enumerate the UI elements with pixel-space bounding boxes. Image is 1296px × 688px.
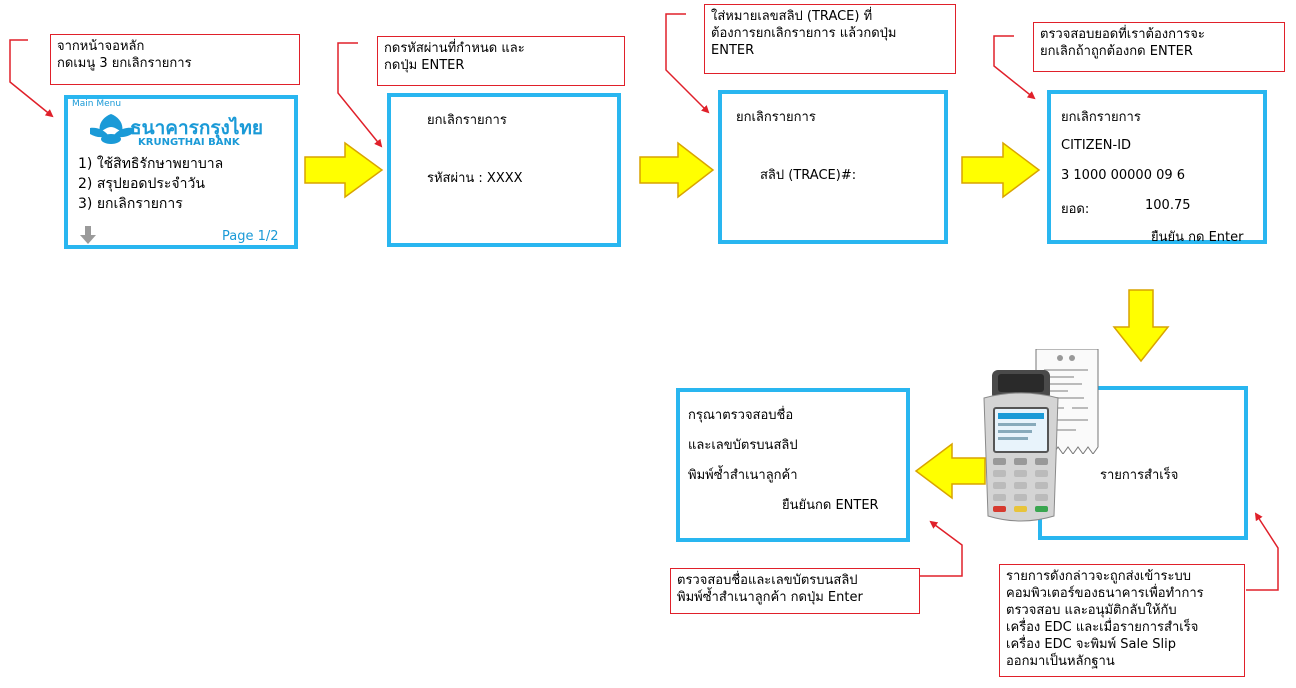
krungthai-logo-icon (86, 111, 136, 147)
leader-line (337, 42, 383, 148)
note-line: พิมพ์ซ้ำสำเนาลูกค้า กดปุ่ม Enter (677, 590, 863, 605)
flow-arrow-right-3 (961, 141, 1041, 199)
leader-line (665, 13, 710, 114)
page-indicator: Page 1/2 (222, 229, 279, 244)
screen-title: ยกเลิกรายการ (1061, 110, 1141, 125)
step6-instruction-note: ตรวจสอบชื่อและเลขบัตรบนสลิป พิมพ์ซ้ำสำเน… (670, 568, 920, 614)
flow-arrow-left (914, 442, 986, 500)
id-label: CITIZEN-ID (1061, 138, 1132, 153)
note-line: จากหน้าจอหลัก (57, 39, 145, 54)
status-label: รายการสำเร็จ (1100, 468, 1179, 483)
amount-value: 100.75 (1145, 198, 1191, 213)
step5-explanation-note: รายการดังกล่าวจะถูกส่งเข้าระบบ คอมพิวเตอ… (999, 564, 1245, 677)
leader-line (1246, 512, 1279, 591)
leader-line (9, 39, 54, 118)
note-line: ตรวจสอบชื่อและเลขบัตรบนสลิป (677, 573, 858, 588)
trace-entry-screen: ยกเลิกรายการ สลิป (TRACE)#: (718, 90, 948, 244)
screen-line: กรุณาตรวจสอบชื่อ (688, 408, 794, 423)
main-menu-screen: Main Menu ธนาคารกรุงไทย KRUNGTHAI BANK 1… (64, 95, 298, 249)
screen-line: พิมพ์ซ้ำสำเนาลูกค้า (688, 468, 798, 483)
password-field: รหัสผ่าน : XXXX (427, 171, 523, 186)
step2-instruction-note: กดรหัสผ่านที่กำหนด และ กดปุ่ม ENTER (377, 36, 625, 86)
step3-instruction-note: ใส่หมายเลขสลิป (TRACE) ที่ ต้องการยกเลิก… (704, 4, 956, 74)
note-line: ตรวจสอบยอดที่เราต้องการจะ (1040, 27, 1205, 42)
step4-instruction-note: ตรวจสอบยอดที่เราต้องการจะ ยกเลิกถ้าถูกต้… (1033, 22, 1285, 72)
note-line: คอมพิวเตอร์ของธนาคารเพื่อทำการ (1006, 586, 1204, 601)
note-line: รายการดังกล่าวจะถูกส่งเข้าระบบ (1006, 569, 1192, 584)
note-line: ตรวจสอบ และอนุมัติกลับให้กับ (1006, 603, 1177, 618)
note-line: ยกเลิกถ้าถูกต้องกด ENTER (1040, 44, 1193, 59)
menu-item: 3) ยกเลิกรายการ (78, 196, 183, 212)
note-line: กดรหัสผ่านที่กำหนด และ (384, 41, 525, 56)
edc-terminal-icon (980, 368, 1062, 526)
password-screen: ยกเลิกรายการ รหัสผ่าน : XXXX (387, 93, 621, 247)
leader-line (993, 35, 1036, 100)
id-value: 3 1000 00000 09 6 (1061, 168, 1186, 183)
flow-arrow-right-1 (304, 141, 384, 199)
main-menu-header: Main Menu (72, 99, 122, 109)
screen-title: ยกเลิกรายการ (427, 113, 507, 128)
confirm-label: ยืนยันกด ENTER (782, 498, 879, 513)
confirm-void-screen: ยกเลิกรายการ CITIZEN-ID 3 1000 00000 09 … (1047, 90, 1267, 245)
confirm-label: ยืนยัน กด Enter (1151, 230, 1244, 245)
note-line: เครื่อง EDC จะพิมพ์ Sale Slip (1006, 637, 1176, 652)
bank-name-thai: ธนาคารกรุงไทย (130, 117, 264, 139)
screen-line: และเลขบัตรบนสลิป (688, 438, 798, 453)
note-line: กดปุ่ม ENTER (384, 58, 465, 73)
menu-item: 1) ใช้สิทธิรักษาพยาบาล (78, 156, 224, 172)
note-line: ENTER (711, 43, 755, 58)
trace-field: สลิป (TRACE)#: (760, 168, 857, 183)
leader-line (920, 520, 963, 577)
note-line: เครื่อง EDC และเมื่อรายการสำเร็จ (1006, 620, 1199, 635)
note-line: ออกมาเป็นหลักฐาน (1006, 654, 1115, 669)
arrow-down-icon (80, 226, 96, 244)
screen-title: ยกเลิกรายการ (736, 110, 816, 125)
note-line: ต้องการยกเลิกรายการ แล้วกดปุ่ม (711, 26, 897, 41)
flow-arrow-right-2 (639, 141, 715, 199)
note-line: ใส่หมายเลขสลิป (TRACE) ที่ (711, 9, 873, 24)
amount-label: ยอด: (1061, 202, 1090, 217)
flow-arrow-down (1112, 289, 1170, 363)
step1-instruction-note: จากหน้าจอหลัก กดเมนู 3 ยกเลิกรายการ (50, 34, 300, 85)
reprint-verify-screen: กรุณาตรวจสอบชื่อ และเลขบัตรบนสลิป พิมพ์ซ… (676, 388, 910, 542)
note-line: กดเมนู 3 ยกเลิกรายการ (57, 56, 192, 71)
menu-item: 2) สรุปยอดประจำวัน (78, 176, 205, 192)
bank-name-english: KRUNGTHAI BANK (138, 137, 240, 148)
